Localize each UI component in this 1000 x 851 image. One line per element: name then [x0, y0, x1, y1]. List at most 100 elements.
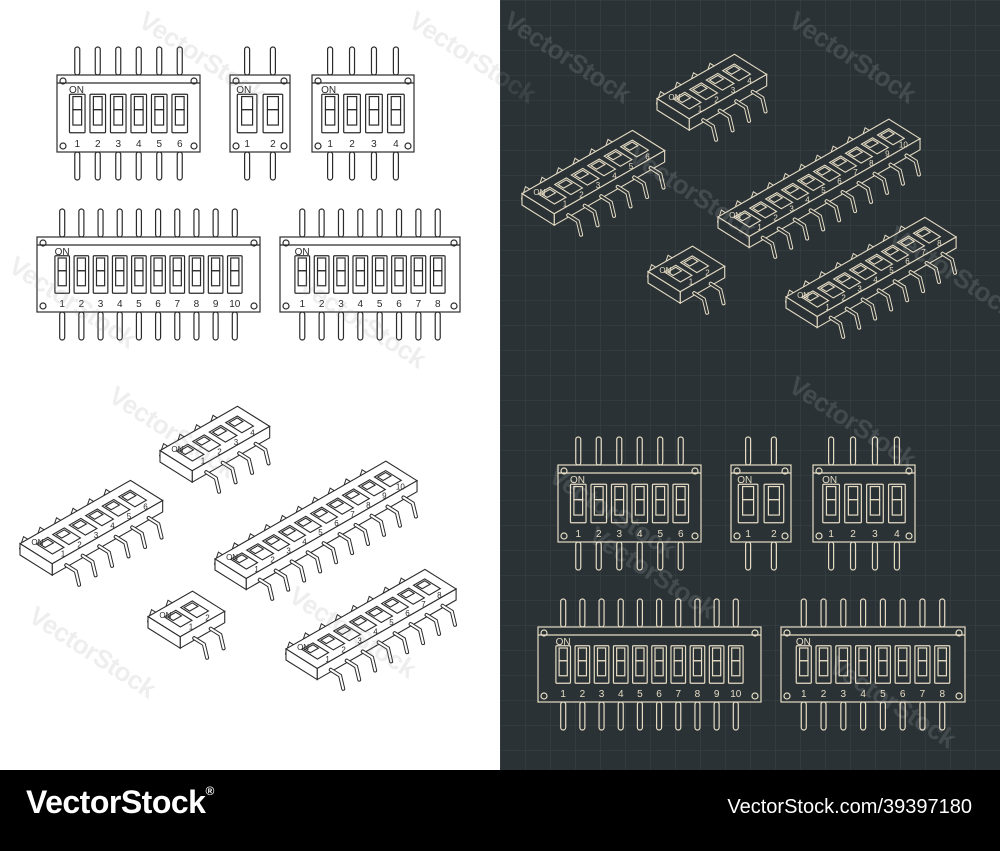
position-number: 4	[873, 275, 878, 284]
trademark-symbol: ®	[205, 784, 214, 798]
position-number: 8	[695, 689, 701, 700]
position-number: 2	[77, 540, 82, 549]
position-number: 3	[98, 299, 104, 310]
vectorstock-logo: VectorStock®	[26, 784, 214, 821]
position-number: 2	[205, 613, 210, 622]
on-label: ON	[297, 643, 309, 652]
position-number: 4	[250, 428, 255, 437]
position-number: 8	[939, 689, 945, 700]
position-number: 3	[357, 636, 362, 645]
on-label: ON	[796, 637, 811, 648]
position-number: 4	[393, 139, 399, 150]
position-number: 3	[599, 689, 605, 700]
position-number: 2	[773, 214, 778, 223]
position-number: 2	[95, 139, 101, 150]
position-number: 1	[560, 689, 566, 700]
position-number: 4	[358, 299, 364, 310]
position-number: 6	[645, 153, 650, 162]
position-number: 8	[937, 239, 942, 248]
position-number: 6	[905, 257, 910, 266]
position-number: 7	[675, 689, 681, 700]
on-label: ON	[55, 247, 70, 258]
position-number: 4	[894, 529, 900, 540]
position-number: 2	[771, 529, 777, 540]
on-label: ON	[668, 93, 680, 102]
position-number: 1	[689, 278, 694, 287]
position-number: 3	[94, 531, 99, 540]
position-number: 9	[885, 150, 890, 159]
on-label: ON	[31, 538, 43, 547]
position-number: 5	[377, 299, 383, 310]
position-number: 3	[338, 299, 344, 310]
on-label: ON	[570, 475, 585, 486]
position-number: 7	[416, 299, 422, 310]
position-number: 10	[229, 299, 241, 310]
position-number: 2	[579, 190, 584, 199]
position-number: 5	[136, 299, 142, 310]
on-label: ON	[236, 85, 251, 96]
position-number: 2	[319, 299, 325, 310]
position-number: 2	[841, 294, 846, 303]
position-number: 4	[136, 139, 142, 150]
position-number: 3	[596, 181, 601, 190]
position-number: 1	[189, 623, 194, 632]
on-label: ON	[171, 445, 183, 454]
position-number: 2	[341, 646, 346, 655]
position-number: 4	[117, 299, 123, 310]
position-number: 1	[244, 139, 250, 150]
position-number: 7	[921, 248, 926, 257]
position-number: 6	[396, 299, 402, 310]
position-number: 9	[382, 492, 387, 501]
position-number: 1	[801, 689, 807, 700]
position-number: 9	[213, 299, 219, 310]
position-number: 4	[860, 689, 866, 700]
position-number: 2	[270, 139, 276, 150]
footer-bar: VectorStock® VectorStock.com/39397180	[0, 770, 1000, 851]
position-number: 5	[156, 139, 162, 150]
position-number: 4	[612, 171, 617, 180]
position-number: 2	[270, 556, 275, 565]
position-number: 3	[872, 529, 878, 540]
position-number: 1	[563, 200, 568, 209]
position-number: 4	[747, 76, 752, 85]
position-number: 1	[299, 299, 305, 310]
position-number: 2	[821, 689, 827, 700]
position-number: 6	[900, 689, 906, 700]
position-number: 2	[217, 447, 222, 456]
position-number: 7	[920, 689, 926, 700]
position-number: 5	[127, 512, 132, 521]
position-number: 3	[234, 438, 239, 447]
position-number: 6	[334, 519, 339, 528]
position-number: 5	[880, 689, 886, 700]
position-number: 1	[745, 529, 751, 540]
position-number: 1	[61, 550, 66, 559]
position-number: 1	[825, 303, 830, 312]
position-number: 8	[869, 159, 874, 168]
position-number: 6	[143, 503, 148, 512]
position-number: 4	[373, 627, 378, 636]
position-number: 5	[637, 689, 643, 700]
on-label: ON	[533, 188, 545, 197]
position-number: 6	[155, 299, 161, 310]
on-label: ON	[822, 475, 837, 486]
position-number: 10	[396, 482, 405, 491]
position-number: 7	[350, 510, 355, 519]
position-number: 2	[349, 139, 355, 150]
on-label: ON	[737, 475, 752, 486]
position-number: 2	[705, 268, 710, 277]
position-number: 1	[254, 565, 259, 574]
position-number: 6	[177, 139, 183, 150]
position-number: 1	[575, 529, 581, 540]
brand-name: VectorStock	[26, 784, 206, 820]
position-number: 10	[899, 140, 908, 149]
